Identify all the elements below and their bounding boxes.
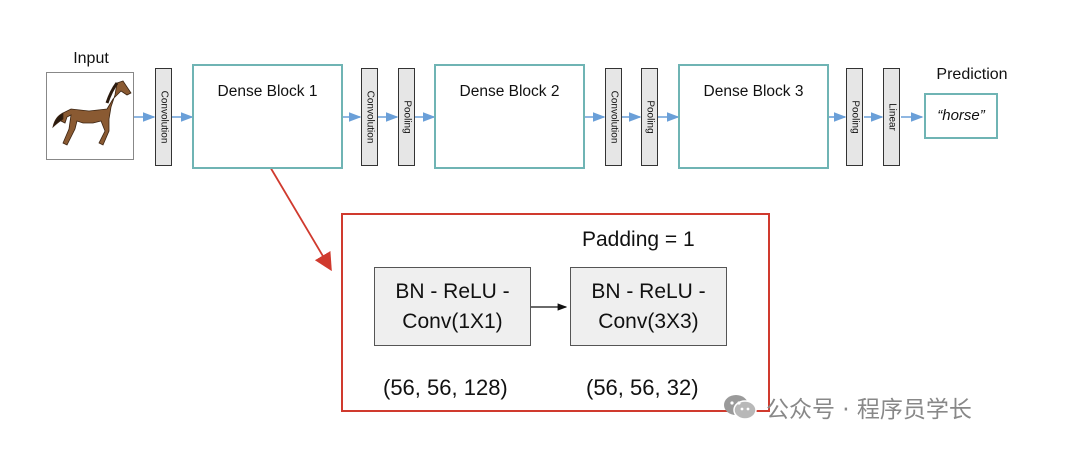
horse-icon xyxy=(52,80,132,146)
box2-line2: Conv(3X3) xyxy=(598,310,699,333)
shape-label-1: (56, 56, 128) xyxy=(383,375,508,400)
watermark: 公众号 · 程序员学长 xyxy=(722,390,1062,424)
dense-block-1: Dense Block 1 xyxy=(192,64,343,169)
dense-block-1-title: Dense Block 1 xyxy=(217,83,318,100)
dense-block-2-title: Dense Block 2 xyxy=(459,83,560,100)
layer-convolution-3: Convolution xyxy=(605,68,622,166)
box2-line1: BN - ReLU - xyxy=(591,280,706,303)
bn-relu-conv1x1-box: BN - ReLU - Conv(1X1) xyxy=(374,267,531,346)
watermark-text: 公众号 · 程序员学长 xyxy=(766,397,972,423)
layer-pooling-3: Pooling xyxy=(846,68,863,166)
shape-label-2: (56, 56, 32) xyxy=(586,375,699,400)
detail-zoom-frame xyxy=(341,213,770,412)
layer-convolution-1: Convolution xyxy=(155,68,172,166)
dense-block-3: Dense Block 3 xyxy=(678,64,829,169)
layer-convolution-2: Convolution xyxy=(361,68,378,166)
padding-label: Padding = 1 xyxy=(582,228,695,251)
dense-block-2: Dense Block 2 xyxy=(434,64,585,169)
bn-relu-conv3x3-box: BN - ReLU - Conv(3X3) xyxy=(570,267,727,346)
layer-pooling-1: Pooling xyxy=(398,68,415,166)
box1-line1: BN - ReLU - xyxy=(395,280,510,303)
wechat-icon xyxy=(722,392,758,422)
dense-block-3-title: Dense Block 3 xyxy=(703,83,804,100)
prediction-output: “horse” xyxy=(924,93,998,139)
horse-image xyxy=(46,72,134,160)
input-label: Input xyxy=(73,50,109,67)
layer-linear: Linear xyxy=(883,68,900,166)
prediction-label: Prediction xyxy=(936,66,1008,83)
layer-pooling-2: Pooling xyxy=(641,68,658,166)
box1-line2: Conv(1X1) xyxy=(402,310,503,333)
